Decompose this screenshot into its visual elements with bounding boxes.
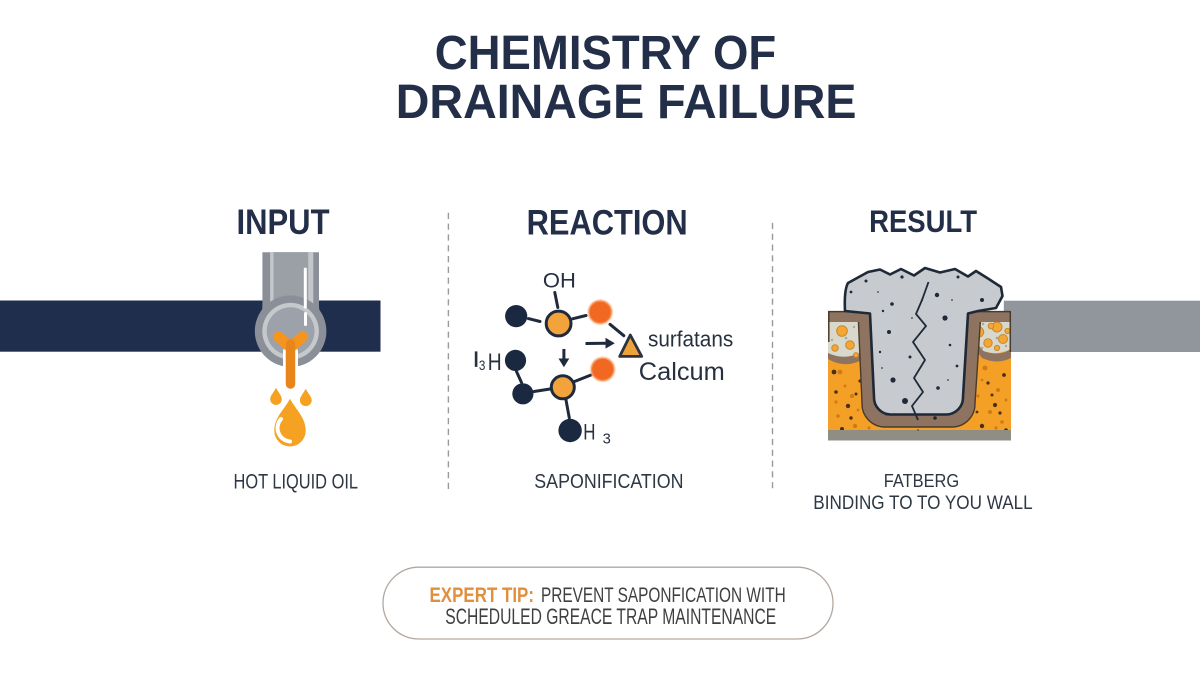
svg-text:REACTION: REACTION [527,203,688,242]
svg-text:OH: OH [543,269,576,293]
svg-text:BINDING TO TO YOU WALL: BINDING TO TO YOU WALL [813,492,1032,514]
svg-text:SCHEDULED GREACE TRAP MAINTENA: SCHEDULED GREACE TRAP MAINTENANCE [445,604,776,629]
svg-text:DRAINAGE FAILURE: DRAINAGE FAILURE [396,75,857,129]
svg-text:INPUT: INPUT [237,203,330,242]
svg-text:3: 3 [603,432,611,448]
svg-text:SAPONIFICATION: SAPONIFICATION [534,470,683,493]
svg-text:RESULT: RESULT [869,203,977,239]
svg-text:surfatans: surfatans [648,327,733,352]
svg-text:CHEMISTRY OF: CHEMISTRY OF [435,27,776,80]
svg-text:FATBERG: FATBERG [884,470,960,491]
svg-text:HOT LIQUID OIL: HOT LIQUID OIL [234,470,359,494]
svg-text:H: H [583,419,595,444]
svg-text:Calcum: Calcum [639,358,725,386]
svg-text:H: H [488,350,502,376]
svg-text:3: 3 [479,358,486,373]
